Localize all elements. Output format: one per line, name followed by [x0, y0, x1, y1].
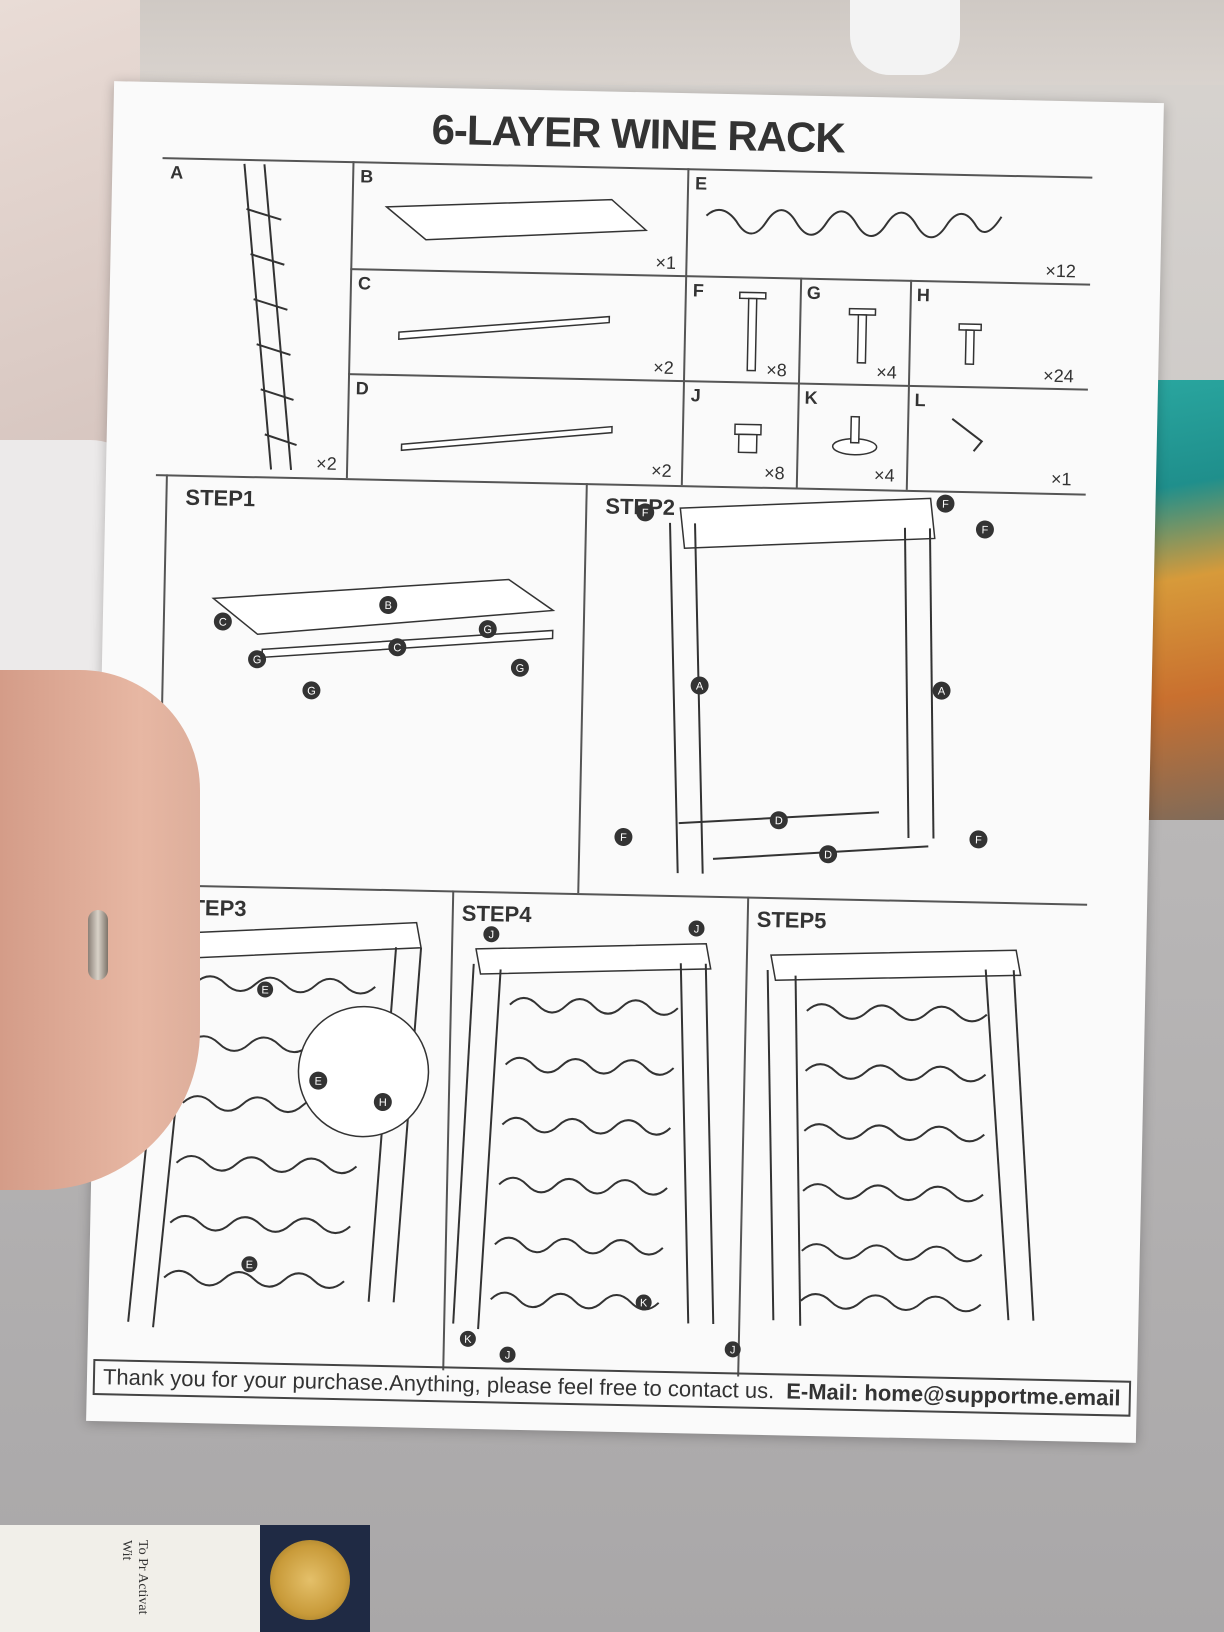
svg-text:F: F — [942, 499, 949, 511]
svg-text:H: H — [379, 1097, 387, 1109]
svg-text:C: C — [219, 616, 227, 628]
svg-text:J: J — [730, 1344, 736, 1356]
svg-text:G: G — [253, 654, 262, 666]
instruction-sheet: 6-LAYER WINE RACK A ×2 B ×1 C ×2 D ×2 E … — [86, 81, 1164, 1443]
part-e-drawing — [705, 208, 1003, 239]
warranty-badge-icon — [270, 1540, 350, 1620]
svg-text:K: K — [464, 1334, 472, 1346]
part-k-drawing — [831, 415, 878, 456]
svg-text:J: J — [694, 923, 700, 935]
step-illustrations: B C C G G G G A A D D F F F F F — [127, 494, 1035, 1363]
background-shelf — [140, 0, 1224, 85]
parts-illustrations — [243, 163, 1003, 471]
ring — [88, 910, 108, 980]
svg-text:F: F — [975, 834, 982, 846]
part-j-drawing — [734, 423, 762, 454]
svg-text:C: C — [393, 642, 401, 654]
part-f-drawing — [738, 291, 767, 372]
svg-text:A: A — [696, 680, 704, 692]
svg-text:J: J — [488, 929, 494, 941]
part-a-drawing — [243, 163, 297, 471]
part-h-drawing — [958, 323, 983, 365]
warranty-card-text: To Pr Activat Wit — [119, 1540, 150, 1615]
svg-text:A: A — [938, 686, 946, 698]
svg-text:G: G — [307, 685, 316, 697]
svg-text:G: G — [483, 624, 492, 636]
step-3-drawing: E H E E — [127, 921, 430, 1328]
svg-text:F: F — [642, 507, 649, 519]
step-5-drawing — [766, 949, 1035, 1326]
part-l-drawing — [951, 417, 984, 452]
step-4-drawing: J J K K J J — [452, 920, 741, 1363]
svg-text:D: D — [824, 849, 832, 861]
svg-text:F: F — [620, 832, 627, 844]
svg-text:B: B — [384, 600, 392, 612]
background-cup — [850, 0, 960, 75]
footer-email: E-Mail: home@supportme.email — [785, 1378, 1121, 1411]
step-1-drawing: B C C G G G G — [211, 578, 556, 700]
svg-text:K: K — [640, 1297, 648, 1309]
svg-text:G: G — [516, 663, 525, 675]
svg-text:E: E — [246, 1259, 254, 1271]
part-b-drawing — [384, 198, 649, 241]
svg-text:J: J — [505, 1350, 511, 1362]
svg-text:E: E — [261, 984, 269, 996]
svg-text:F: F — [981, 524, 988, 536]
part-d-drawing — [400, 425, 613, 452]
step-2-drawing: A A D D F F F F F — [614, 494, 994, 874]
svg-text:E: E — [314, 1076, 322, 1088]
part-g-drawing — [848, 307, 877, 364]
part-c-drawing — [398, 315, 611, 340]
svg-text:D: D — [775, 815, 783, 827]
